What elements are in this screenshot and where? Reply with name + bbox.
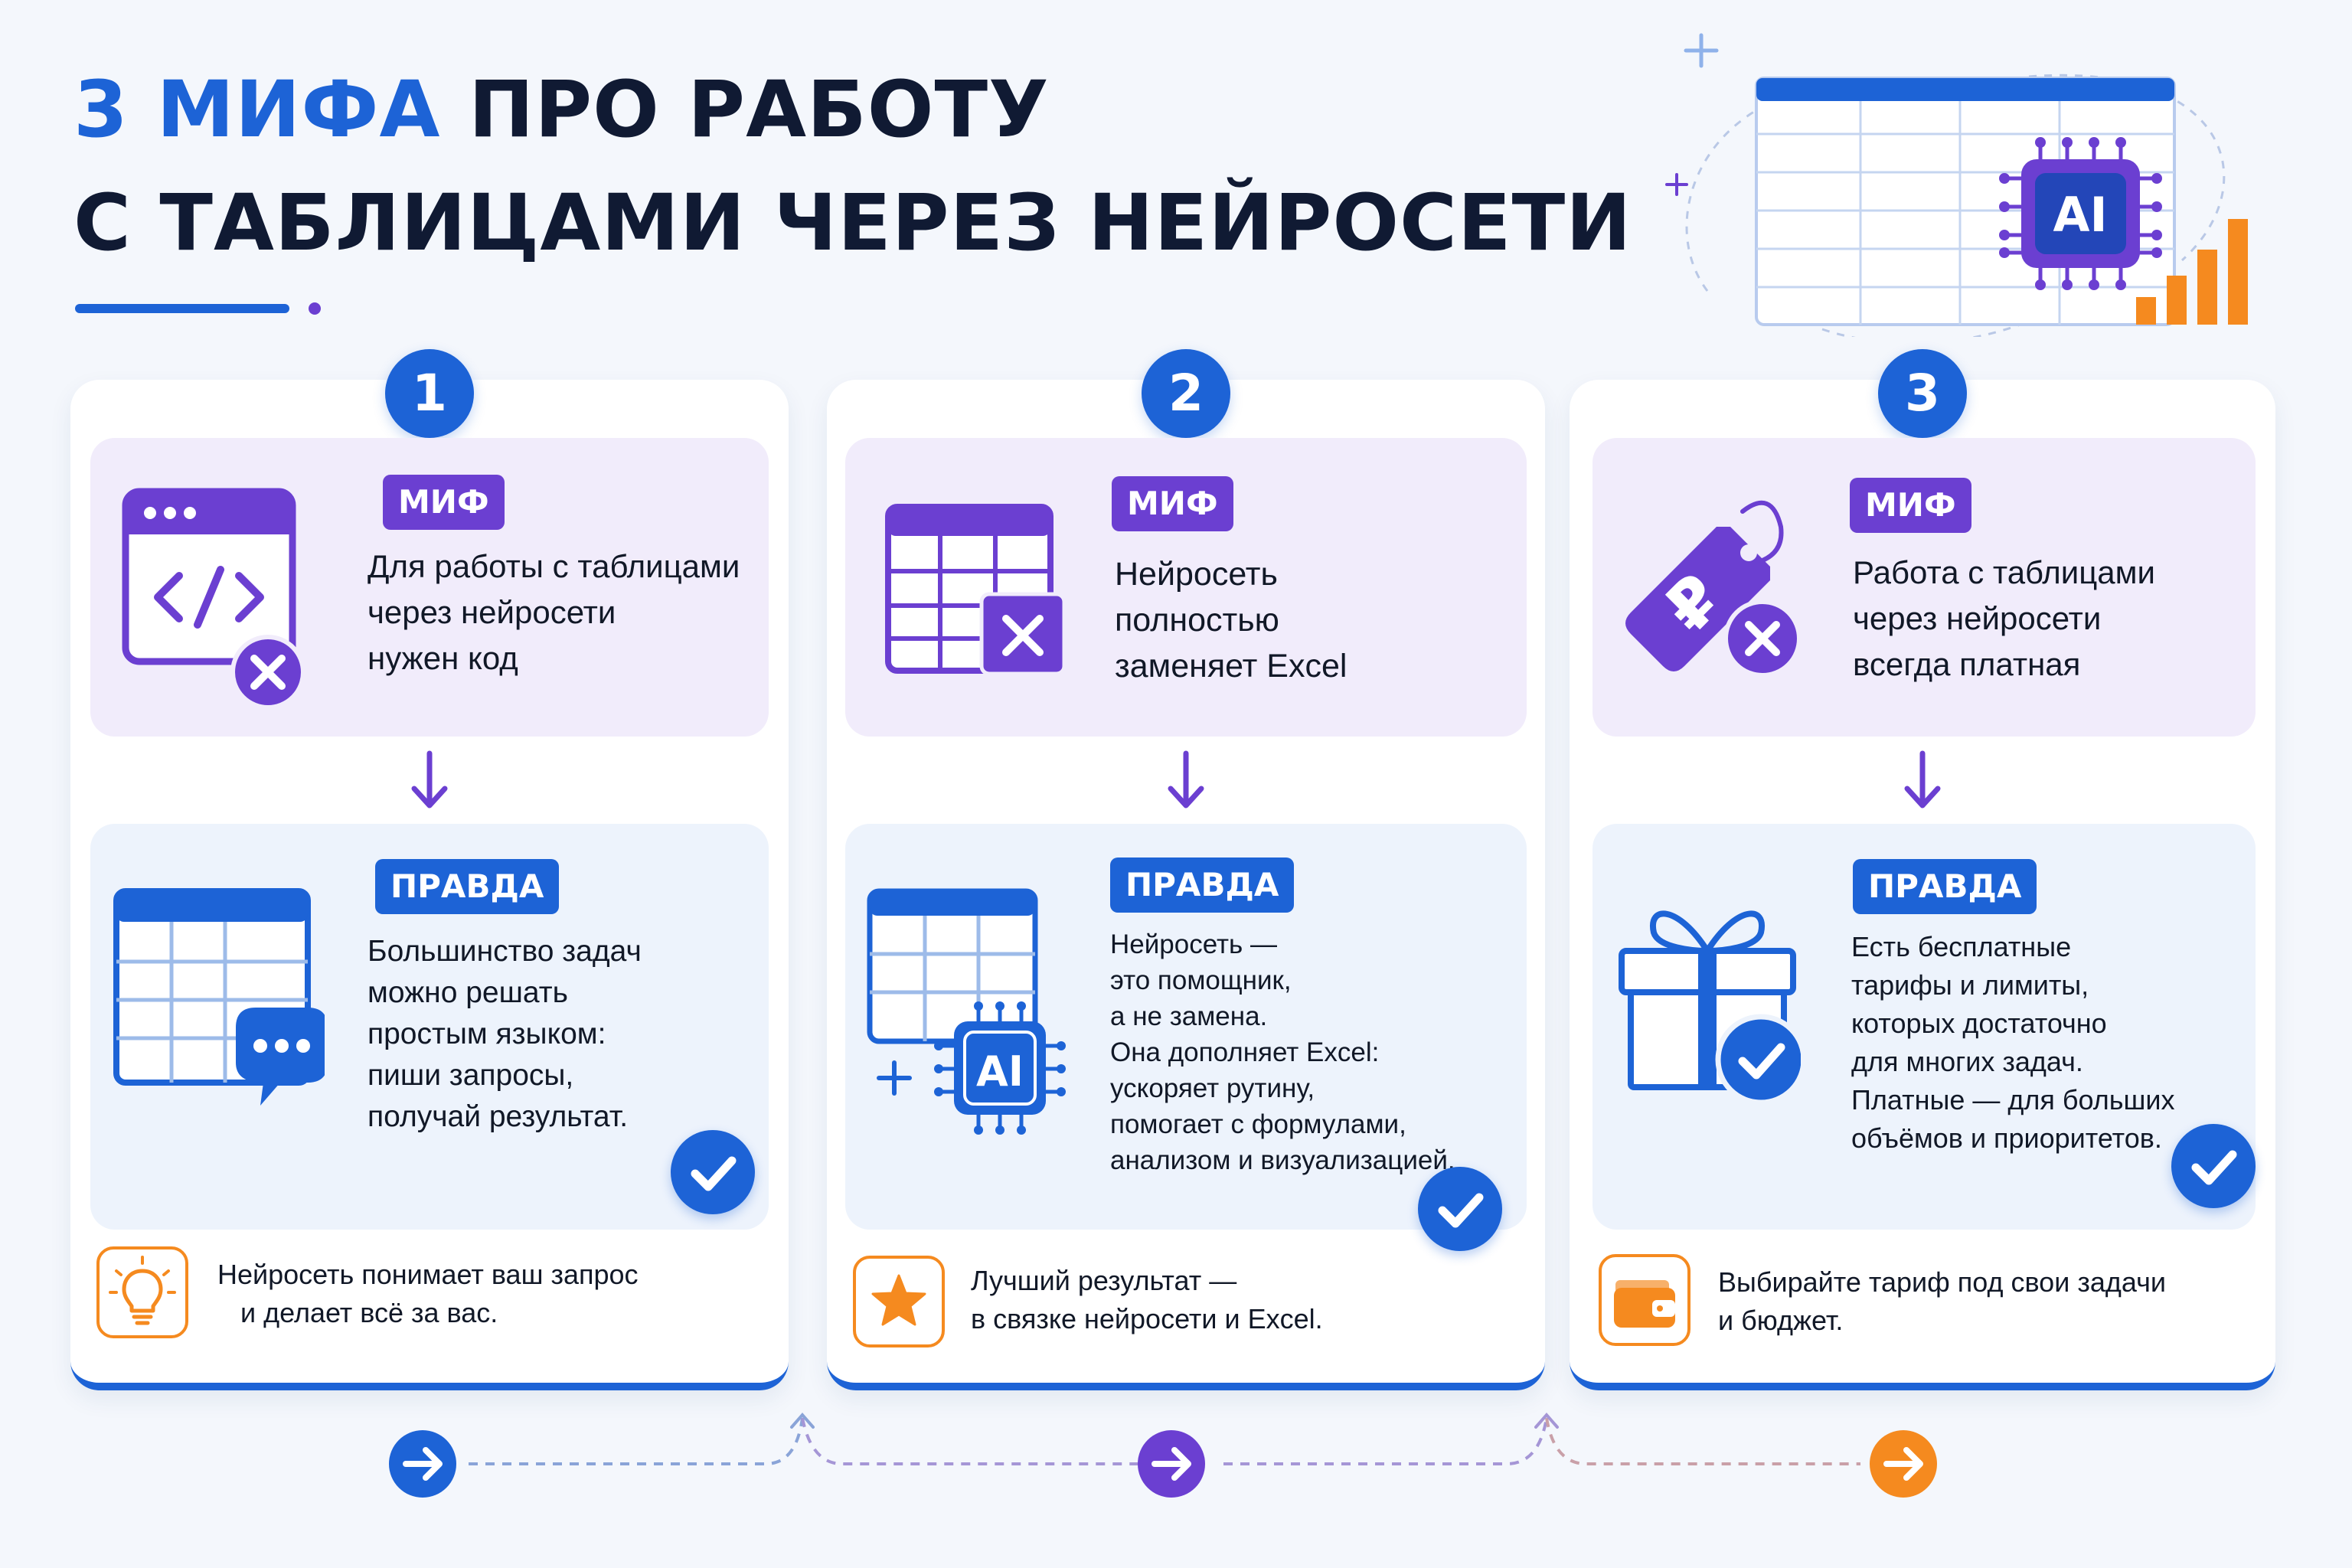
- page-title: 3 МИФА ПРО РАБОТУ С ТАБЛИЦАМИ ЧЕРЕЗ НЕЙР…: [74, 54, 1632, 280]
- lightbulb-icon: [96, 1246, 188, 1338]
- truth-text: Есть бесплатные тарифы и лимиты, которых…: [1851, 928, 2175, 1158]
- tip-line: в связке нейросети и Excel.: [971, 1303, 1323, 1334]
- bar-chart-icon: [2136, 219, 2248, 325]
- truth-badge: ПРАВДА: [1110, 858, 1295, 913]
- tip-line: и бюджет.: [1718, 1305, 1844, 1336]
- card-number: 3: [1878, 349, 1967, 438]
- myth-line: Работа с таблицами: [1853, 554, 2155, 590]
- check-icon: [2171, 1124, 2256, 1208]
- arrow-down-icon: [1168, 750, 1204, 808]
- arrow-right-icon: [1138, 1430, 1205, 1498]
- truth-line: а не замена.: [1110, 1001, 1268, 1031]
- code-window-x-icon: [122, 488, 302, 706]
- truth-text: Нейросеть — это помощник, а не замена. О…: [1110, 926, 1455, 1178]
- price-tag-ruble-x-icon: ₽: [1625, 500, 1802, 678]
- card-number: 1: [385, 349, 474, 438]
- myth-line: Нейросеть: [1115, 556, 1278, 593]
- check-icon: [1418, 1167, 1502, 1251]
- truth-line: Есть бесплатные: [1851, 931, 2072, 962]
- myth-line: через нейросети: [1853, 600, 2102, 636]
- myth-box: МИФ Для работы с таблицами через нейросе…: [90, 438, 769, 737]
- tip-line: Выбирайте тариф под свои задачи: [1718, 1266, 2166, 1298]
- myth-line: заменяет Excel: [1115, 648, 1348, 684]
- tip-line: Нейросеть понимает ваш запрос: [217, 1259, 639, 1290]
- tip-text: Нейросеть понимает ваш запрос и делает в…: [217, 1256, 639, 1332]
- truth-line: объёмов и приоритетов.: [1851, 1122, 2162, 1154]
- sparkle-icon: [1665, 173, 1688, 196]
- truth-line: ускоряет рутину,: [1110, 1073, 1315, 1103]
- myth-line: полностью: [1115, 602, 1279, 639]
- truth-line: пиши запросы,: [368, 1059, 574, 1092]
- myth-line: Для работы с таблицами: [368, 548, 740, 584]
- truth-box: AI ПРАВДА Нейросеть — это помощник, а не…: [845, 824, 1527, 1251]
- hero-chip-label: AI: [2053, 187, 2107, 243]
- title-underline: [75, 304, 289, 313]
- process-flow: [389, 1412, 1937, 1498]
- truth-line: Большинство задач: [368, 935, 642, 968]
- myth-line: нужен код: [368, 640, 518, 676]
- arrow-down-icon: [411, 750, 448, 808]
- myth-text: Для работы с таблицами через нейросети н…: [368, 544, 740, 681]
- title-accent: 3 МИФА: [74, 64, 441, 155]
- tip-line: и делает всё за вас.: [240, 1297, 498, 1328]
- ai-chip-icon: AI: [1999, 137, 2162, 290]
- myth-text: Нейросеть полностью заменяет Excel: [1115, 551, 1347, 689]
- card-number: 2: [1142, 349, 1230, 438]
- myth-badge: МИФ: [1112, 476, 1233, 531]
- arrow-right-icon: [1870, 1430, 1937, 1498]
- myth-card-3: 3 ₽ МИФ Работа с таблицами через нейросе…: [1570, 349, 2275, 1390]
- truth-box: ПРАВДА Большинство задач можно решать пр…: [90, 824, 769, 1230]
- myth-card-1: 1 МИФ Для работы с таблицами через нейро…: [70, 349, 789, 1390]
- table-x-icon: [885, 504, 1067, 676]
- table-chat-icon: [113, 888, 325, 1106]
- title-dot: [309, 302, 321, 315]
- myth-badge: МИФ: [383, 475, 505, 530]
- myth-badge: МИФ: [1850, 478, 1971, 533]
- truth-line: анализом и визуализацией.: [1110, 1145, 1455, 1175]
- arrow-right-icon: [389, 1430, 456, 1498]
- arrow-down-icon: [1904, 750, 1941, 808]
- myth-text: Работа с таблицами через нейросети всегд…: [1853, 550, 2155, 688]
- truth-line: для многих задач.: [1851, 1046, 2083, 1077]
- tip-text: Выбирайте тариф под свои задачи и бюджет…: [1718, 1263, 2166, 1340]
- truth-line: Она дополняет Excel:: [1110, 1037, 1380, 1067]
- truth-text: Большинство задач можно решать простым я…: [368, 931, 642, 1138]
- truth-line: которых достаточно: [1851, 1008, 2107, 1039]
- check-icon: [671, 1130, 755, 1214]
- tip-text: Лучший результат — в связке нейросети и …: [971, 1262, 1323, 1338]
- truth-line: Платные — для больших: [1851, 1084, 2175, 1116]
- truth-badge: ПРАВДА: [1853, 859, 2037, 914]
- truth-line: простым языком:: [368, 1018, 606, 1050]
- myth-box: ₽ МИФ Работа с таблицами через нейросети…: [1592, 438, 2256, 737]
- gift-check-icon: [1619, 910, 1801, 1106]
- myth-card-2: 2 МИФ Нейросеть полностью заменяет Excel: [827, 349, 1545, 1390]
- truth-line: это помощник,: [1110, 965, 1292, 995]
- title-line2: С ТАБЛИЦАМИ ЧЕРЕЗ НЕЙРОСЕТИ: [74, 178, 1632, 269]
- myth-line: всегда платная: [1853, 646, 2081, 682]
- myth-line: через нейросети: [368, 594, 616, 630]
- chip-label: AI: [976, 1047, 1024, 1096]
- title-rest: ПРО РАБОТУ: [440, 64, 1050, 155]
- truth-badge: ПРАВДА: [375, 859, 560, 914]
- truth-box: ПРАВДА Есть бесплатные тарифы и лимиты, …: [1592, 824, 2256, 1230]
- truth-line: помогает с формулами,: [1110, 1109, 1406, 1139]
- truth-line: тарифы и лимиты,: [1851, 969, 2089, 1001]
- wallet-icon: [1599, 1254, 1690, 1346]
- hero-illustration: AI: [1665, 33, 2248, 337]
- table-ai-chip-icon: AI: [867, 888, 1066, 1135]
- truth-line: получай результат.: [368, 1100, 629, 1133]
- tip-line: Лучший результат —: [971, 1265, 1237, 1296]
- sparkle-icon: [1684, 33, 1719, 68]
- truth-line: можно решать: [368, 976, 568, 1009]
- star-icon: [853, 1256, 945, 1348]
- truth-line: Нейросеть —: [1110, 929, 1278, 959]
- myth-box: МИФ Нейросеть полностью заменяет Excel: [845, 438, 1527, 737]
